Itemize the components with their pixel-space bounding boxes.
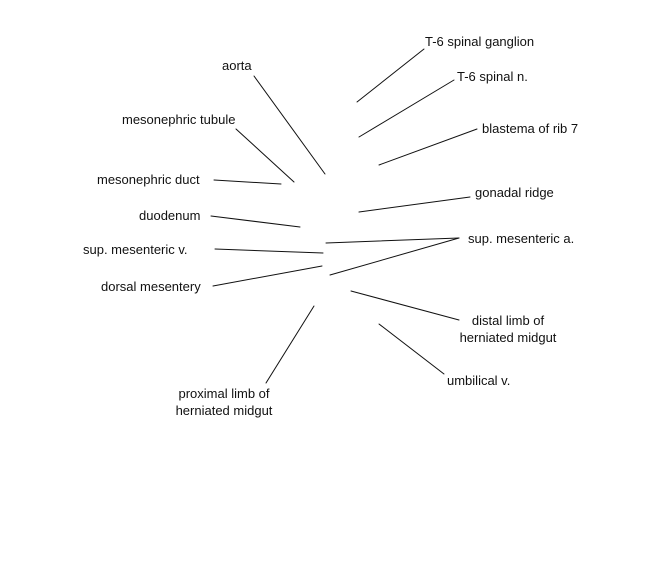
label-t6-spinal-ganglion: T-6 spinal ganglion <box>425 34 535 49</box>
leader-umbilical-v <box>378 323 445 375</box>
label-distal-limb: distal limb of herniated midgut <box>452 312 564 346</box>
leader-sup-mesenteric-v <box>214 248 324 254</box>
label-sup-mesenteric-v: sup. mesenteric v. <box>83 242 188 257</box>
label-t6-spinal-n: T-6 spinal n. <box>457 69 528 84</box>
label-aorta: aorta <box>222 58 252 73</box>
label-dorsal-mesentery: dorsal mesentery <box>101 279 201 294</box>
leader-mesonephric-tubule <box>235 128 295 183</box>
leader-aorta <box>253 75 326 175</box>
leader-sup-mesenteric-a-upper <box>325 237 460 244</box>
label-sup-mesenteric-a: sup. mesenteric a. <box>468 231 575 246</box>
label-distal-limb-line2: herniated midgut <box>459 330 557 345</box>
leader-sup-mesenteric-a-lower <box>329 237 460 276</box>
label-duodenum: duodenum <box>139 208 201 223</box>
label-distal-limb-line1: distal limb of <box>471 313 545 328</box>
label-proximal-limb-line2: herniated midgut <box>175 403 273 418</box>
leader-gonadal-ridge <box>358 196 471 213</box>
label-gonadal-ridge: gonadal ridge <box>475 185 554 200</box>
leader-duodenum <box>210 215 301 228</box>
leader-mesonephric-duct <box>213 179 282 185</box>
label-mesonephric-tubule: mesonephric tubule <box>122 112 236 127</box>
label-blastema-rib-7: blastema of rib 7 <box>482 121 579 136</box>
leader-t6-spinal-ganglion <box>356 48 425 103</box>
label-umbilical-v: umbilical v. <box>447 373 511 388</box>
leader-blastema-rib-7 <box>378 128 478 166</box>
label-proximal-limb: proximal limb of herniated midgut <box>168 385 280 419</box>
leader-distal-limb <box>350 290 460 321</box>
label-proximal-limb-line1: proximal limb of <box>178 386 270 401</box>
leader-proximal-limb <box>265 305 315 384</box>
leader-dorsal-mesentery <box>212 265 323 287</box>
label-mesonephric-duct: mesonephric duct <box>97 172 200 187</box>
leader-t6-spinal-n <box>358 79 455 138</box>
